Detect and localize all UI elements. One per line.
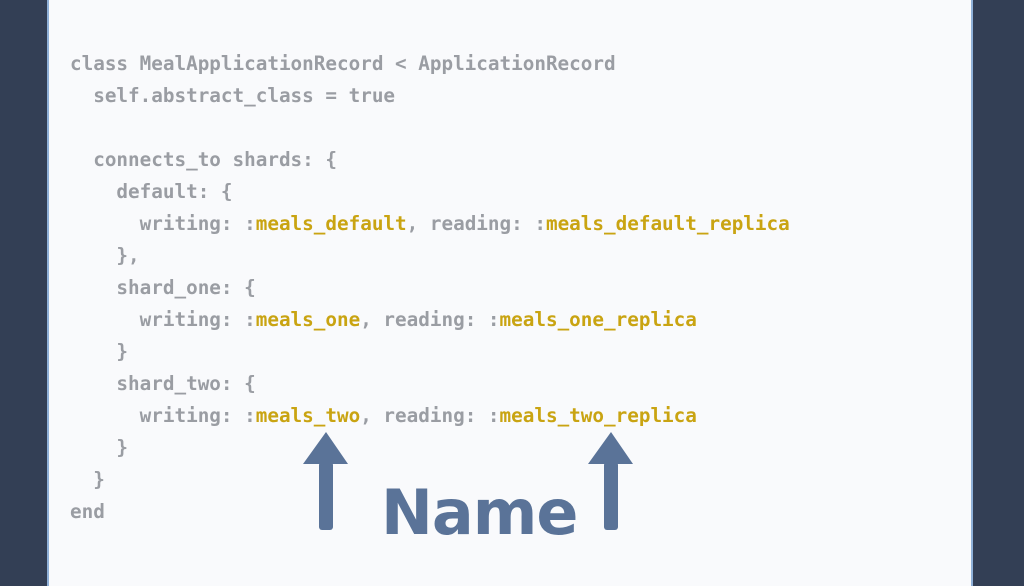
code-token: writing: :	[70, 308, 256, 331]
code-panel	[47, 0, 973, 586]
code-token: , reading: :	[360, 404, 500, 427]
code-token: default: {	[70, 180, 233, 203]
database-name-token: meals_two	[255, 404, 361, 427]
code-line: },	[70, 240, 790, 272]
code-line: connects_to shards: {	[70, 144, 790, 176]
code-token: writing: :	[70, 404, 256, 427]
code-token: , reading: :	[406, 212, 546, 235]
code-token: end	[70, 500, 105, 523]
code-token: }	[70, 340, 129, 363]
code-line: default: {	[70, 176, 790, 208]
code-line: writing: :meals_one, reading: :meals_one…	[70, 304, 790, 336]
code-token: shard_two: {	[70, 372, 256, 395]
database-name-token: meals_default_replica	[545, 212, 790, 235]
annotation-label: Name	[381, 476, 578, 549]
code-token: }	[70, 436, 129, 459]
database-name-token: meals_one_replica	[499, 308, 697, 331]
code-line: end	[70, 496, 790, 528]
code-token: connects_to shards: {	[70, 148, 337, 171]
code-line: }	[70, 432, 790, 464]
code-line: self.abstract_class = true	[70, 80, 790, 112]
code-line: writing: :meals_default, reading: :meals…	[70, 208, 790, 240]
code-token: , reading: :	[360, 308, 500, 331]
database-name-token: meals_default	[255, 212, 407, 235]
code-line	[70, 112, 790, 144]
code-token: },	[70, 244, 140, 267]
code-line: class MealApplicationRecord < Applicatio…	[70, 48, 790, 80]
code-token: shard_one: {	[70, 276, 256, 299]
code-line: shard_two: {	[70, 368, 790, 400]
code-line: }	[70, 464, 790, 496]
code-token: self.abstract_class = true	[70, 84, 396, 107]
code-line: writing: :meals_two, reading: :meals_two…	[70, 400, 790, 432]
database-name-token: meals_two_replica	[499, 404, 697, 427]
code-token: writing: :	[70, 212, 256, 235]
code-token: }	[70, 468, 105, 491]
code-line: shard_one: {	[70, 272, 790, 304]
database-name-token: meals_one	[255, 308, 361, 331]
code-line: }	[70, 336, 790, 368]
code-token: class MealApplicationRecord < Applicatio…	[70, 52, 616, 75]
code-block: class MealApplicationRecord < Applicatio…	[70, 48, 790, 528]
